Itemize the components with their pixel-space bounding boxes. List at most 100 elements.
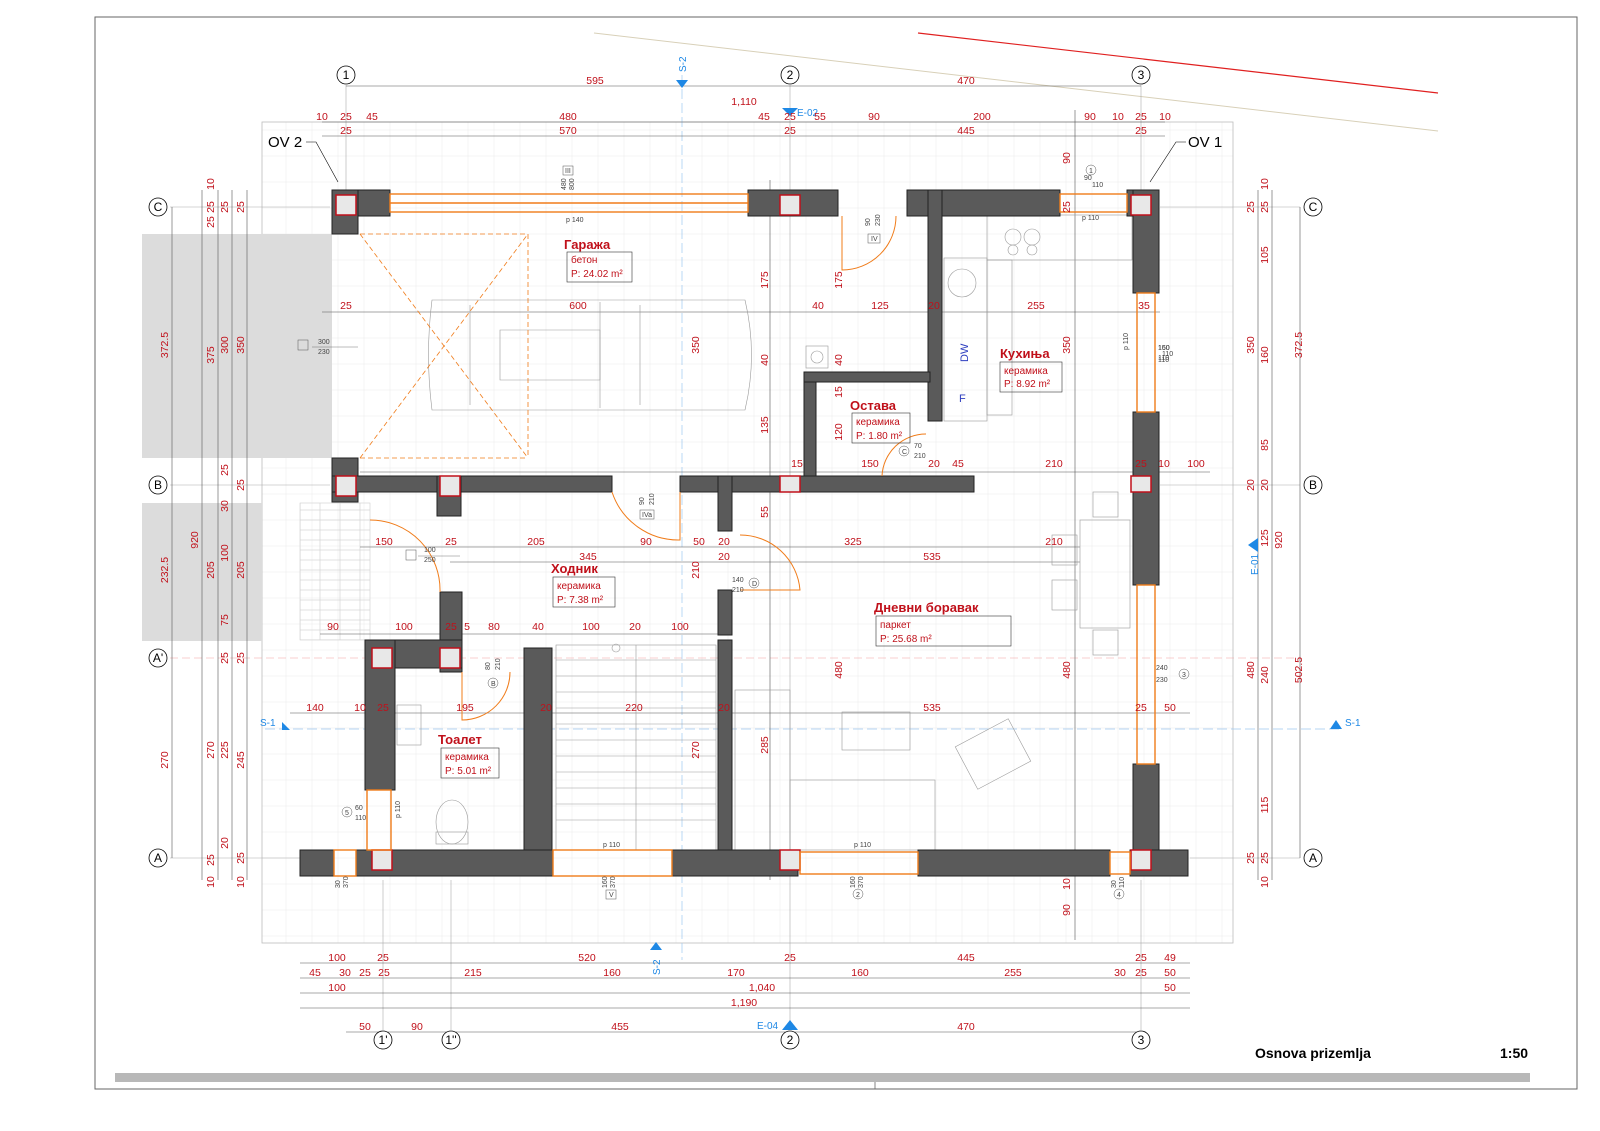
section-markers: S-1 S-1 S-2 S-2 E-02 E-04 E-01 (260, 56, 1361, 1032)
dimension-label: 25 (377, 702, 389, 714)
dimension-label: C (1309, 200, 1318, 214)
dimension-label: 70 (914, 443, 922, 450)
entry-steps (299, 502, 371, 641)
dimension-label: 49 (1164, 952, 1176, 964)
dims-interior: 25 600 40 125 20 255 35 175 175 40 40 15… (306, 152, 1205, 916)
dimension-label: 20 (928, 458, 940, 470)
dimension-label: 10 (235, 876, 247, 888)
dimension-label: 110 (355, 815, 366, 822)
dimension-label: 375 (205, 346, 217, 364)
title-bar (115, 1073, 1530, 1082)
site-line (593, 32, 1439, 132)
dimension-label: Кухиња (1000, 346, 1050, 361)
dimension-label: 50 (1164, 967, 1176, 979)
dimension-label: 50 (1164, 702, 1176, 714)
windows (333, 193, 1156, 877)
dimension-label: S-1 (1345, 718, 1361, 729)
grid-bubble-3-bottom (1131, 1030, 1151, 1050)
grid-bubble-C-left (148, 197, 168, 217)
room-hallway: Ходник керамика P: 7.38 m² (551, 561, 616, 608)
dimension-label: 25 (377, 952, 389, 964)
dimension-label: 1,190 (731, 997, 757, 1009)
dimension-label: 25 (205, 216, 217, 228)
dimension-label: B (1309, 478, 1317, 492)
columns (335, 194, 1152, 871)
dimension-label: 100 (582, 621, 600, 633)
dimension-label: 25 (445, 621, 457, 633)
dimension-label: 90 (1061, 152, 1073, 164)
dimension-label: 85 (1259, 439, 1271, 451)
dimension-label: p 140 (566, 217, 584, 224)
dims-right: 372.5 920 502.5 350 480 105 160 85 125 2… (1245, 178, 1305, 888)
dimension-label: 285 (759, 736, 771, 754)
driveway (142, 234, 332, 458)
dimension-label: 25 (784, 125, 796, 137)
dimension-label: 20 (928, 300, 940, 312)
dimension-label: P: 25.68 m² (880, 634, 932, 645)
dimension-label: 10 (354, 702, 366, 714)
dimension-label: 25 (1135, 125, 1147, 137)
dimension-label: 3 (1138, 1033, 1145, 1047)
dimension-label: 1,040 (749, 982, 775, 994)
dimension-label: 270 (690, 741, 702, 759)
dimension-label: 595 (586, 75, 604, 87)
dimension-label: P: 1.80 m² (856, 431, 903, 442)
room-toilet: Тоалет керамика P: 5.01 m² (438, 732, 500, 779)
sheet-border (94, 16, 1578, 1090)
grid-bubbles: 1 2 3 1' 1'' 2 3 C B A' A C B A (148, 65, 1323, 1050)
dimension-label: 90 (868, 111, 880, 123)
dimension-label: 45 (758, 111, 770, 123)
dimension-label: 210 (649, 493, 656, 505)
dimension-label: 5 (464, 621, 470, 633)
dimension-label: 220 (625, 702, 643, 714)
dimension-label: 920 (189, 531, 201, 549)
dimension-label: E-04 (757, 1021, 779, 1032)
dimension-label: 25 (340, 111, 352, 123)
dimension-label: 25 (340, 300, 352, 312)
dimension-label: 10 (205, 178, 217, 190)
dimension-label: 470 (957, 1021, 975, 1033)
dimension-label: 30 (335, 880, 342, 888)
dimension-label: 10 (1061, 878, 1073, 890)
dimension-label: 372.5 (1293, 332, 1305, 358)
doors (369, 215, 927, 721)
paving-area (261, 121, 1234, 944)
dimension-label: 110 (1119, 877, 1126, 888)
dimension-label: 25 (378, 967, 390, 979)
ov1-label: OV 1 (1188, 134, 1222, 151)
dimension-label: 210 (914, 453, 926, 460)
dimension-label: 150 (1158, 345, 1170, 352)
dimension-label: 2 (787, 68, 794, 82)
dimension-label: 255 (1027, 300, 1045, 312)
grid-bubble-2-bottom (780, 1030, 800, 1050)
dimension-label: 30 (219, 500, 231, 512)
furniture (359, 214, 1133, 851)
dimension-label: 210 (495, 658, 502, 670)
dimension-label: 160 (851, 967, 869, 979)
dimension-label: 372.5 (159, 332, 171, 358)
dimension-label: 25 (205, 201, 217, 213)
dimension-label: 25 (1135, 111, 1147, 123)
dimension-label: 350 (690, 336, 702, 354)
grid-bubble-1prime (373, 1030, 393, 1050)
dimension-label: 215 (464, 967, 482, 979)
car-outline (359, 233, 752, 459)
dimension-label: 240 (1259, 666, 1271, 684)
dimension-label: 160 (603, 967, 621, 979)
dimension-label: 90 (1084, 111, 1096, 123)
dimension-label: p 110 (395, 801, 402, 818)
dimension-label: 175 (759, 271, 771, 289)
dimension-label: B (154, 478, 162, 492)
dimension-label: 25 (1245, 852, 1257, 864)
dimension-label: 920 (1273, 531, 1285, 549)
dimension-label: 55 (814, 111, 826, 123)
dimension-label: 160 (1158, 345, 1170, 352)
dimension-label: 45 (309, 967, 321, 979)
dimension-label: 370 (610, 876, 617, 888)
dimension-label: 35 (1138, 300, 1150, 312)
dimension-label: 1 (1089, 168, 1093, 175)
dimension-label: S-1 (260, 718, 276, 729)
dimension-label: P: 7.38 m² (557, 595, 604, 606)
dimension-label: 110 (1158, 357, 1169, 364)
grid-bubble-1dprime (441, 1030, 461, 1050)
